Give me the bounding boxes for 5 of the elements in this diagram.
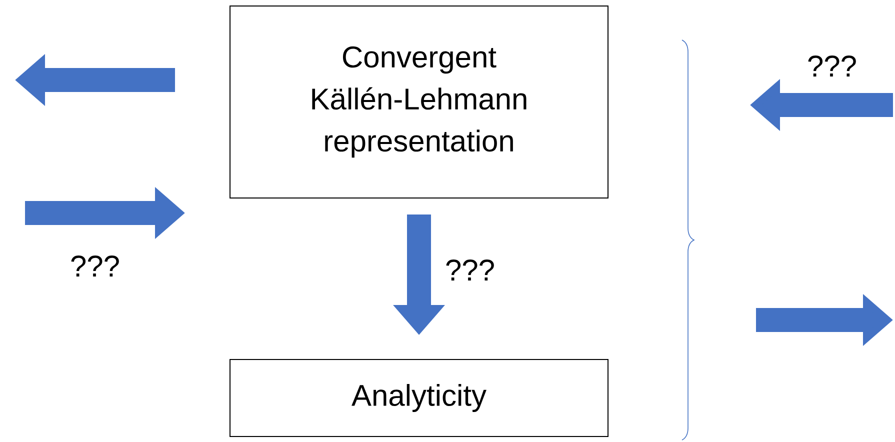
text-box: Convergent Källén-Lehmann representation (230, 6, 608, 198)
arrow-label: ??? (71, 256, 119, 276)
text-box: Analyticity (230, 359, 608, 437)
arrow-label: ??? (808, 56, 856, 76)
edge-label: ??? (442, 258, 498, 282)
